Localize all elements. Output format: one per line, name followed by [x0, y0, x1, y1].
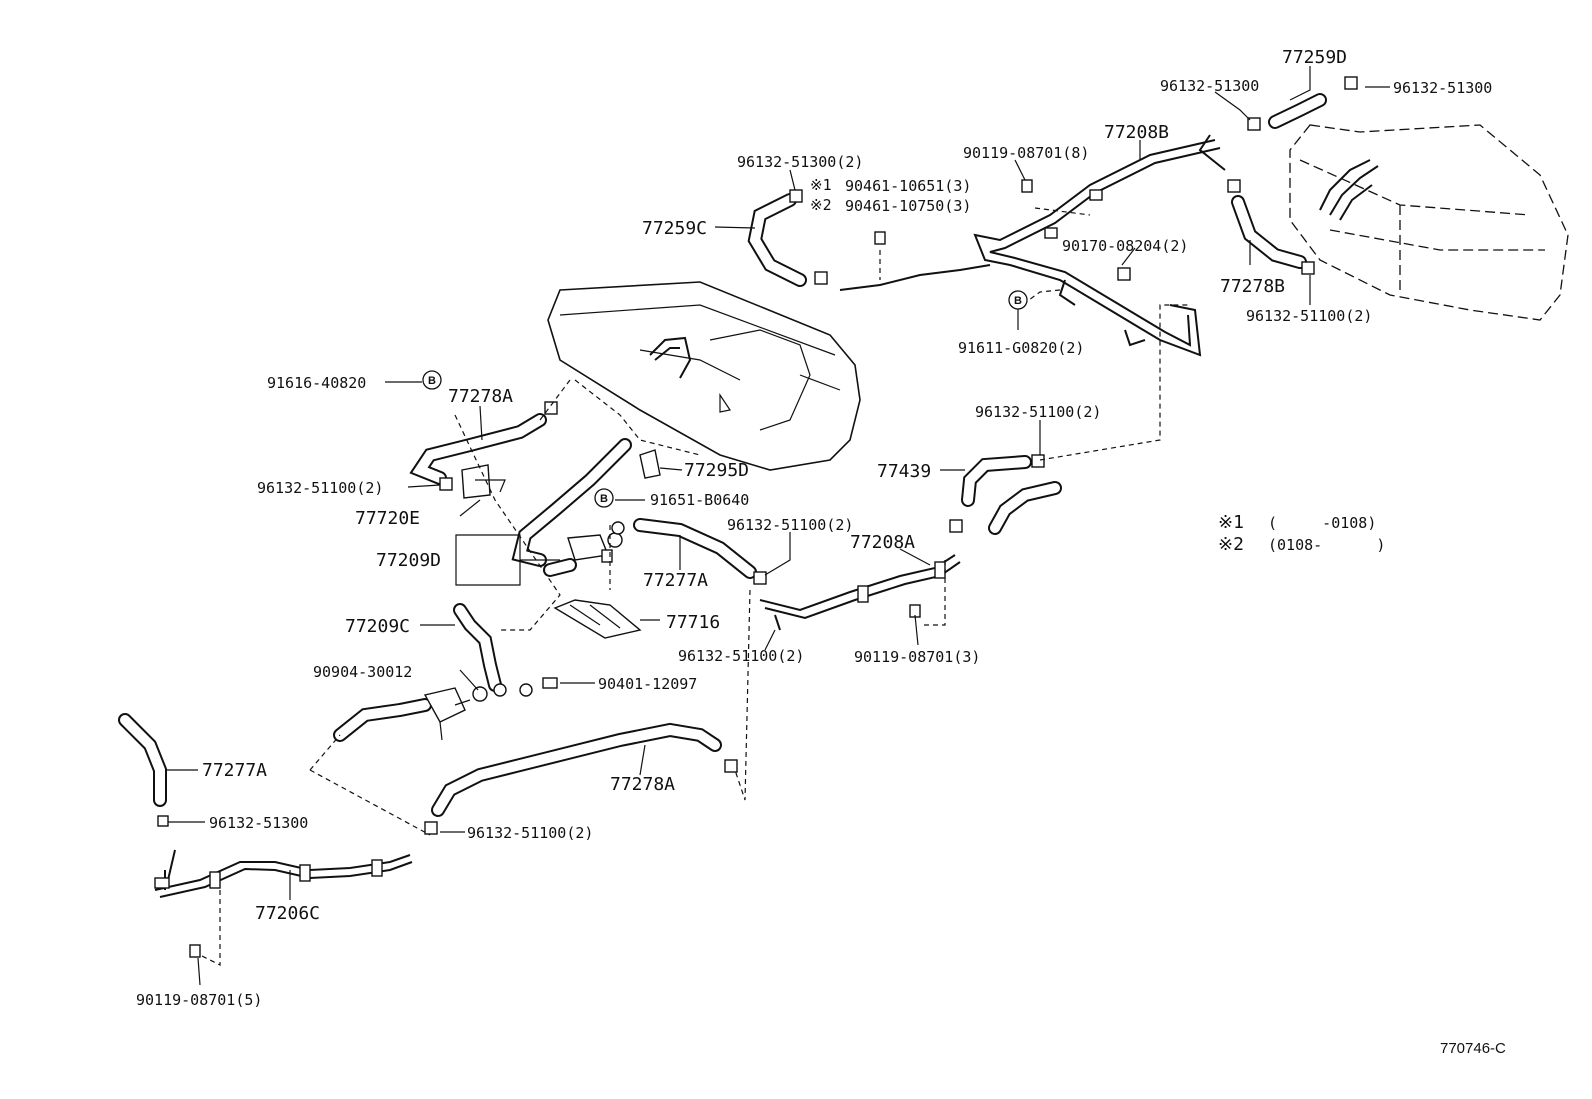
vsv-77720E	[461, 464, 506, 499]
label-96132-51100-2a: 96132-51100(2)	[1246, 307, 1372, 325]
hose-77439	[961, 455, 1062, 535]
vsv-lower	[423, 687, 471, 741]
hose-77277A-center	[633, 518, 757, 579]
hose-77278A-upper	[409, 413, 547, 485]
label-77720E: 77720E	[355, 508, 420, 529]
label-91611-G0820: 91611-G0820(2)	[958, 339, 1084, 357]
label-90119-08701-8: 90119-08701(8)	[963, 144, 1089, 162]
label-96132-51300-a: 96132-51300	[1160, 77, 1259, 95]
label-77278B: 77278B	[1220, 276, 1285, 297]
label-96132-51100-2b: 96132-51100(2)	[975, 403, 1101, 421]
label-77259C: 77259C	[642, 218, 707, 239]
svg-text:B: B	[600, 493, 608, 505]
valve-77209D	[567, 532, 623, 561]
hose-77209C	[453, 603, 502, 692]
label-77278A-upper: 77278A	[448, 386, 513, 407]
label-96132-51300-2: 96132-51300(2)	[737, 153, 863, 171]
label-90904-30012: 90904-30012	[313, 663, 412, 681]
callout-b-3: B	[594, 488, 614, 508]
fuel-tank-center	[547, 281, 861, 471]
label-note-star1: ※1	[810, 176, 832, 194]
label-77716: 77716	[666, 612, 720, 633]
note-2-mark: ※2	[1218, 534, 1244, 555]
label-77439: 77439	[877, 461, 931, 482]
label-96132-51100-2d: 96132-51100(2)	[727, 516, 853, 534]
leader-lines	[165, 66, 1390, 986]
tube-77208B	[839, 134, 1226, 357]
label-96132-51100-2e: 96132-51100(2)	[678, 647, 804, 665]
hose-vsv-line	[333, 698, 432, 742]
reference-lines	[199, 207, 1190, 966]
svg-text:B: B	[428, 375, 436, 387]
note-1-mark: ※1	[1218, 512, 1244, 533]
label-90461-10750: 90461-10750(3)	[845, 197, 971, 215]
hose-77259D	[1268, 93, 1327, 129]
label-77295D: 77295D	[684, 460, 749, 481]
note-1-range: ( -0108)	[1268, 514, 1376, 532]
label-90170-08204: 90170-08204(2)	[1062, 237, 1188, 255]
label-90401-12097: 90401-12097	[598, 675, 697, 693]
label-91616-40820: 91616-40820	[267, 374, 366, 392]
label-77277A-left: 77277A	[202, 760, 267, 781]
tube-77208A	[759, 554, 961, 631]
label-77206C: 77206C	[255, 903, 320, 924]
hose-77277A-left	[118, 713, 167, 807]
hose-clamps	[157, 76, 1358, 835]
hose-77278B	[1231, 195, 1307, 269]
callout-b-2: B	[422, 370, 442, 390]
diagram-id: 770746-C	[1440, 1040, 1506, 1057]
label-77277A-center: 77277A	[643, 570, 708, 591]
label-77208B: 77208B	[1104, 122, 1169, 143]
fuel-tank-right	[1289, 124, 1569, 321]
hose-77209D	[511, 438, 632, 577]
label-96132-51100-2c: 96132-51100(2)	[257, 479, 383, 497]
label-91651-B0640: 91651-B0640	[650, 491, 749, 509]
label-77209D: 77209D	[376, 550, 441, 571]
label-90119-08701-3: 90119-08701(3)	[854, 648, 980, 666]
bolts	[189, 179, 1033, 958]
callout-b-1: B	[1008, 290, 1028, 310]
notes-legend: ※1 ( -0108) ※2 (0108- )	[1218, 512, 1385, 555]
label-96132-51100-2f: 96132-51100(2)	[467, 824, 593, 842]
label-90119-08701-5: 90119-08701(5)	[136, 991, 262, 1009]
label-77259D: 77259D	[1282, 47, 1347, 68]
label-96132-51300-b: 96132-51300	[1393, 79, 1492, 97]
label-77209C: 77209C	[345, 616, 410, 637]
label-96132-51300-c: 96132-51300	[209, 814, 308, 832]
tube-77206C	[154, 849, 413, 898]
svg-text:B: B	[1014, 295, 1022, 307]
label-90461-10651: 90461-10651(3)	[845, 177, 971, 195]
label-77278A-lower: 77278A	[610, 774, 675, 795]
bracket-77295D	[639, 449, 661, 479]
hose-77259C	[747, 193, 807, 287]
label-note-star2: ※2	[810, 196, 832, 214]
hose-77278A-lower	[431, 722, 722, 817]
bracket-77716	[553, 599, 642, 639]
note-2-range: (0108- )	[1268, 536, 1385, 554]
label-77208A: 77208A	[850, 532, 915, 553]
